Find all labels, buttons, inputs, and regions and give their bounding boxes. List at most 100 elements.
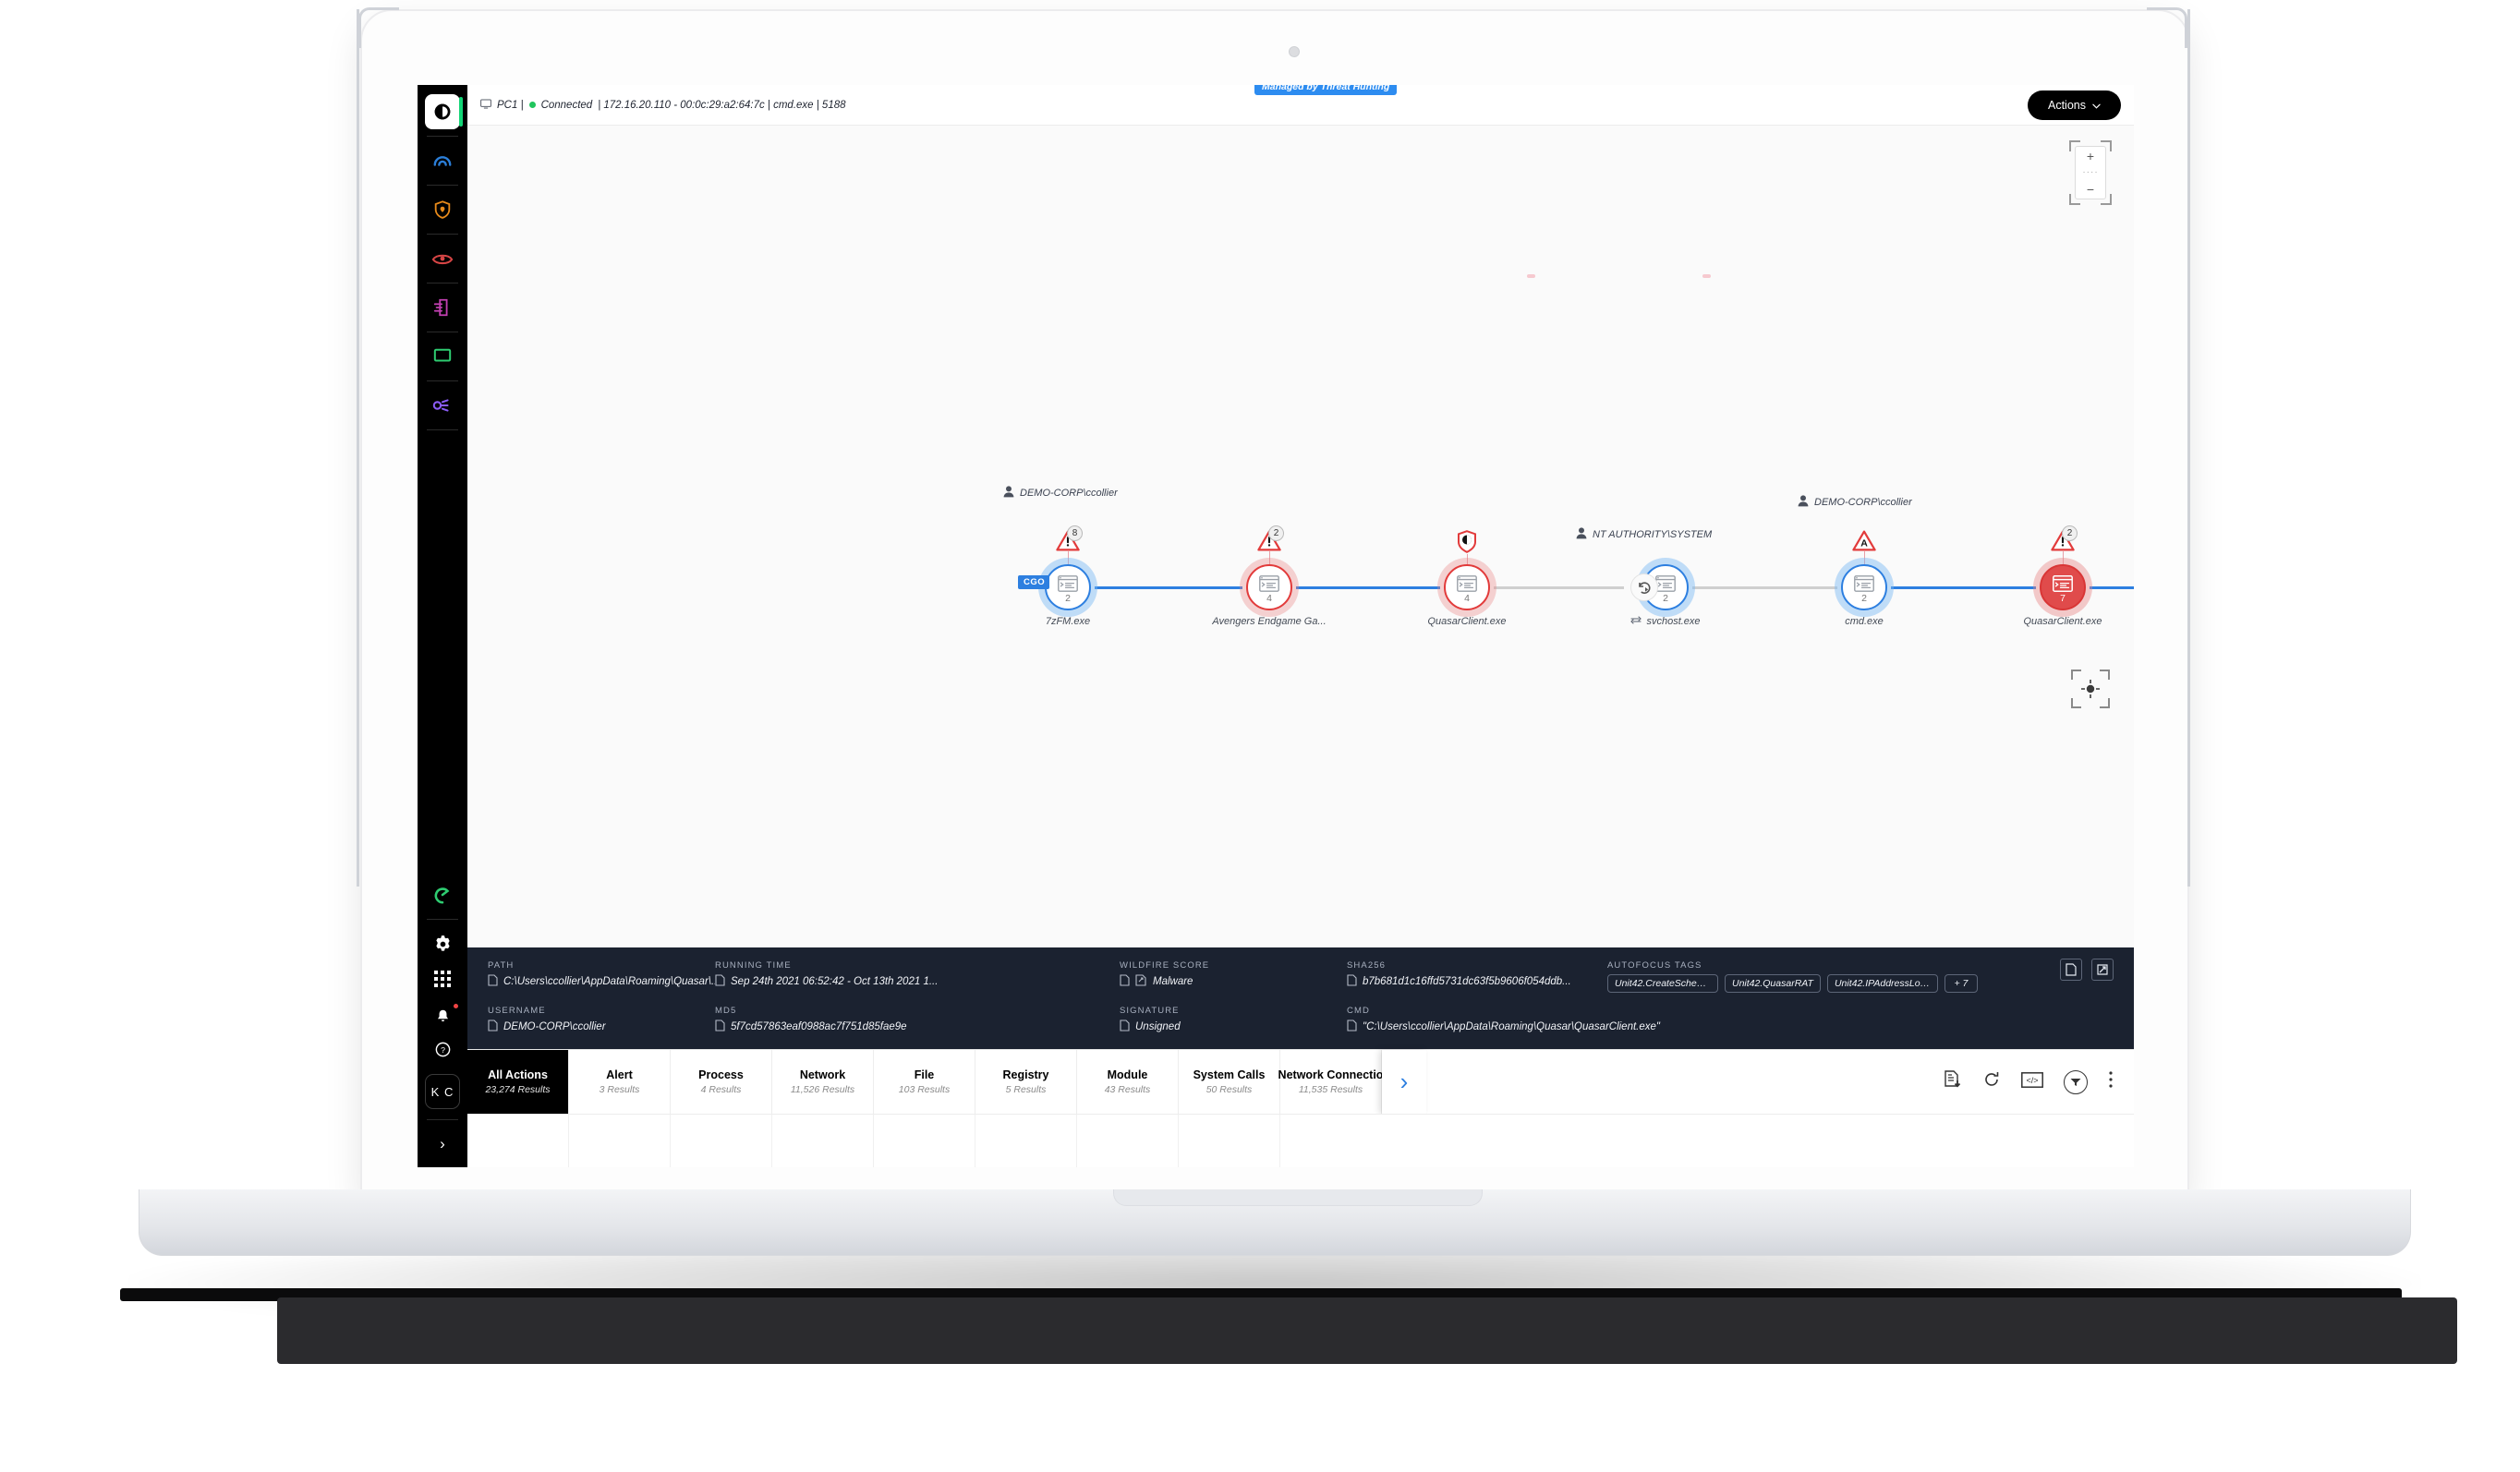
- open-external-icon[interactable]: [2091, 959, 2114, 981]
- export-icon[interactable]: [1944, 1070, 1962, 1093]
- user-icon: [1798, 495, 1809, 510]
- node-circle[interactable]: 7: [2040, 564, 2086, 610]
- detail-text: "C:\Users\ccollier\AppData\Roaming\Quasa…: [1363, 1021, 1660, 1032]
- copy-icon[interactable]: [1347, 974, 1357, 989]
- detail-label: AUTOFOCUS TAGS: [1607, 960, 1702, 971]
- rail-divider: [427, 919, 458, 920]
- sidebar-item-eye-icon[interactable]: [418, 241, 467, 276]
- next-tabs-button[interactable]: ›: [1382, 1050, 1426, 1114]
- alert-count-badge: 2: [1268, 525, 1284, 541]
- rail-divider: [427, 1119, 458, 1120]
- autofocus-tag[interactable]: Unit42.CreateSchedul...: [1607, 974, 1718, 993]
- tab-tools: </>: [1923, 1050, 2134, 1114]
- zoom-slider[interactable]: ····: [2082, 167, 2099, 178]
- code-icon[interactable]: </>: [2021, 1071, 2043, 1092]
- rail-divider: [427, 429, 458, 430]
- detail-value: Unsigned: [1120, 1020, 1347, 1034]
- node-count: 4: [1464, 593, 1470, 604]
- expand-sidebar-button[interactable]: ›: [440, 1135, 445, 1152]
- copy-icon[interactable]: [488, 1020, 498, 1034]
- node-label-text: Avengers Endgame Ga...: [1212, 616, 1327, 627]
- detail-label: WILDFIRE SCORE: [1120, 960, 1210, 971]
- bell-icon[interactable]: [418, 996, 467, 1032]
- graph-edge: [1296, 585, 1440, 589]
- alert-stem: [1466, 554, 1468, 567]
- actions-button[interactable]: Actions: [2028, 90, 2121, 120]
- tab-result-count: 4 Results: [700, 1084, 742, 1095]
- node-circle[interactable]: 2: [1841, 564, 1887, 610]
- copy-icon[interactable]: [715, 1020, 725, 1034]
- autofocus-tag-more[interactable]: + 7: [1944, 974, 1978, 993]
- sidebar-item-lifecycle-icon[interactable]: [418, 877, 467, 912]
- detail-value: b7b681d1c16ffd5731dc63f5b9606f054ddb...: [1347, 974, 1607, 989]
- sidebar-item-shield-icon[interactable]: [418, 192, 467, 227]
- autofocus-tag[interactable]: Unit42.IPAddressLook...: [1826, 974, 1938, 993]
- copy-icon[interactable]: [1347, 1020, 1357, 1034]
- zoom-in-button[interactable]: +: [2086, 148, 2095, 163]
- app-screen: ? K C › PC1 | Connected | 172.16.20.110 …: [418, 85, 2134, 1167]
- status-dot: [528, 102, 536, 108]
- endpoint-header-bar: PC1 | Connected | 172.16.20.110 - 00:0c:…: [467, 85, 2134, 126]
- sidebar-item-dashboard-icon[interactable]: [418, 143, 467, 178]
- tab-label: Process: [698, 1068, 744, 1081]
- filter-icon[interactable]: [2064, 1069, 2088, 1094]
- tab-process[interactable]: Process 4 Results: [671, 1050, 772, 1114]
- panel-action-icons: [2060, 959, 2114, 981]
- sidebar-item-report-icon[interactable]: [418, 290, 467, 325]
- sidebar-item-assets-icon[interactable]: [418, 388, 467, 423]
- frame-corner-top-left: [358, 7, 399, 48]
- zoom-control[interactable]: + ···· −: [2075, 146, 2106, 199]
- avatar[interactable]: K C: [425, 1074, 460, 1109]
- alert-triangle-icon: 8: [1056, 525, 1083, 556]
- copy-panel-icon[interactable]: [2060, 959, 2082, 981]
- autofocus-tag[interactable]: Unit42.QuasarRAT: [1725, 974, 1821, 993]
- monitor-icon: [480, 98, 491, 112]
- malware-shield-icon: [1457, 530, 1477, 559]
- tab-result-count: 5 Results: [1005, 1084, 1047, 1095]
- copy-icon[interactable]: [488, 974, 498, 989]
- tab-result-count: 103 Results: [898, 1084, 951, 1095]
- process-window-icon: [1058, 574, 1078, 597]
- node-label-text: cmd.exe: [1845, 616, 1884, 627]
- more-options-icon[interactable]: [2108, 1070, 2114, 1093]
- help-icon[interactable]: ?: [418, 1032, 467, 1067]
- node-label-text: svchost.exe: [1646, 616, 1701, 627]
- results-table-area[interactable]: [467, 1114, 2134, 1167]
- detail-field-username: USERNAME DEMO-CORP\ccollier: [488, 1006, 715, 1034]
- node-circle[interactable]: 4: [1246, 564, 1292, 610]
- gear-icon[interactable]: [418, 926, 467, 961]
- user-icon: [1576, 527, 1587, 542]
- zoom-out-button[interactable]: −: [2086, 182, 2095, 198]
- copy-icon[interactable]: [715, 974, 725, 989]
- tab-label: Alert: [606, 1068, 633, 1081]
- apps-grid-icon[interactable]: [418, 961, 467, 996]
- external-link-icon[interactable]: [1135, 974, 1147, 989]
- sync-icon: [1630, 616, 1642, 627]
- detail-text: DEMO-CORP\ccollier: [503, 1021, 606, 1032]
- sidebar-item-endpoint-icon[interactable]: [418, 339, 467, 374]
- copy-icon[interactable]: [1120, 1020, 1130, 1034]
- alert-count-badge: 2: [2062, 525, 2078, 541]
- node-circle[interactable]: 2: [1045, 564, 1091, 610]
- node-count: 2: [1861, 593, 1867, 604]
- detail-text: Malware: [1153, 976, 1193, 987]
- alert-stem: [1268, 551, 1270, 566]
- rail-divider: [427, 185, 458, 186]
- process-window-icon: [1259, 574, 1279, 597]
- tab-label: Module: [1107, 1068, 1148, 1081]
- refresh-icon[interactable]: [1982, 1070, 2001, 1093]
- cortex-logo[interactable]: [425, 94, 463, 129]
- node-circle[interactable]: 4: [1444, 564, 1490, 610]
- copy-icon[interactable]: [1120, 974, 1130, 989]
- recenter-graph-icon[interactable]: [2071, 670, 2110, 708]
